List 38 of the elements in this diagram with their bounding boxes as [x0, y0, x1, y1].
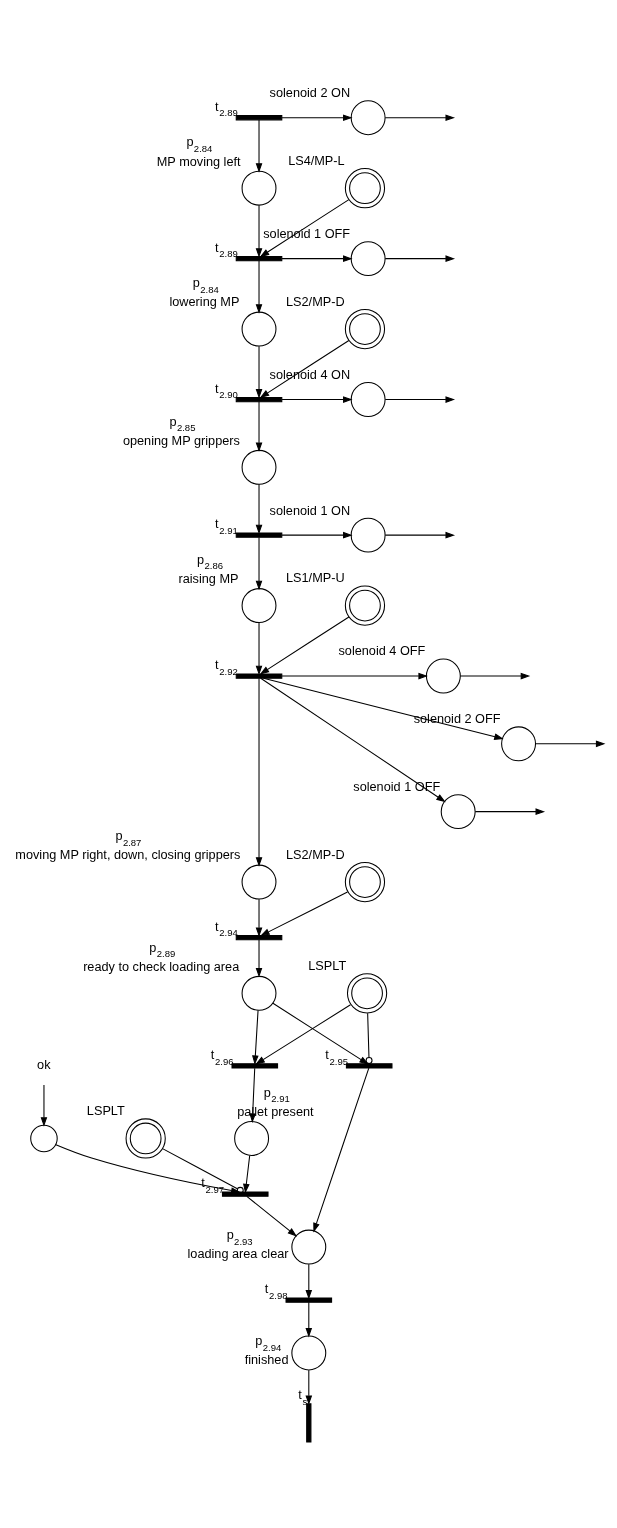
node-label: solenoid 4 OFF — [337, 642, 425, 658]
node-label: t$_{2.91}$ — [214, 515, 238, 536]
node-label: p$_{2.86}$ — [196, 551, 223, 571]
node-label: p$_{2.85}$ — [169, 413, 195, 433]
node-label: t$_{2.92}$ — [214, 656, 238, 677]
node-label: t$_{2.96}$ — [210, 1046, 234, 1067]
node-label: p$_{2.84}$ — [185, 133, 212, 154]
node-text: ok — [36, 1056, 50, 1072]
node-label: LS1/MP-U — [285, 569, 345, 585]
node-label: p$_{2.93}$ — [226, 1226, 253, 1247]
node-label: moving MP right, down, closing grippers — [14, 846, 240, 862]
node-label: p$_{2.84}$ — [192, 274, 219, 295]
node-label: solenoid 2 ON — [269, 84, 350, 100]
node-label: loading area clear — [187, 1245, 289, 1261]
node-label: p$_{2.87}$ — [114, 827, 141, 848]
node-label: LS2/MP-D — [285, 293, 345, 309]
node-label: raising MP — [178, 570, 239, 586]
node-label: LS2/MP-D — [285, 846, 345, 862]
node-label: t$_{2.89}$ — [214, 239, 238, 259]
node-label: ready to check loading area — [82, 958, 239, 974]
node-label: t$_{2.98}$ — [264, 1280, 288, 1301]
node-label: LSPLT — [86, 1102, 125, 1118]
node-label: t$_{2.90}$ — [214, 380, 238, 400]
node-label: solenoid 2 OFF — [413, 710, 501, 726]
node-label: lowering MP — [169, 293, 239, 309]
node-label: solenoid 1 ON — [269, 502, 350, 518]
node-label: finished — [244, 1351, 289, 1367]
node-label: LS4/MP-L — [287, 152, 345, 168]
node-label: t$_{2.95}$ — [324, 1046, 348, 1067]
node-label: opening MP grippers — [122, 432, 240, 448]
node-label: p$_{2.91}$ — [263, 1084, 290, 1104]
node-label: LSPLT — [307, 957, 346, 973]
node-label: MP moving left — [156, 153, 241, 169]
node-label: p$_{2.89}$ — [148, 939, 175, 959]
node-label: t$_{s}$ — [297, 1386, 307, 1407]
node-label: t$_{2.89}$ — [214, 98, 238, 118]
node-label: p$_{2.94}$ — [254, 1332, 281, 1353]
node-label: t$_{2.94}$ — [214, 918, 238, 938]
